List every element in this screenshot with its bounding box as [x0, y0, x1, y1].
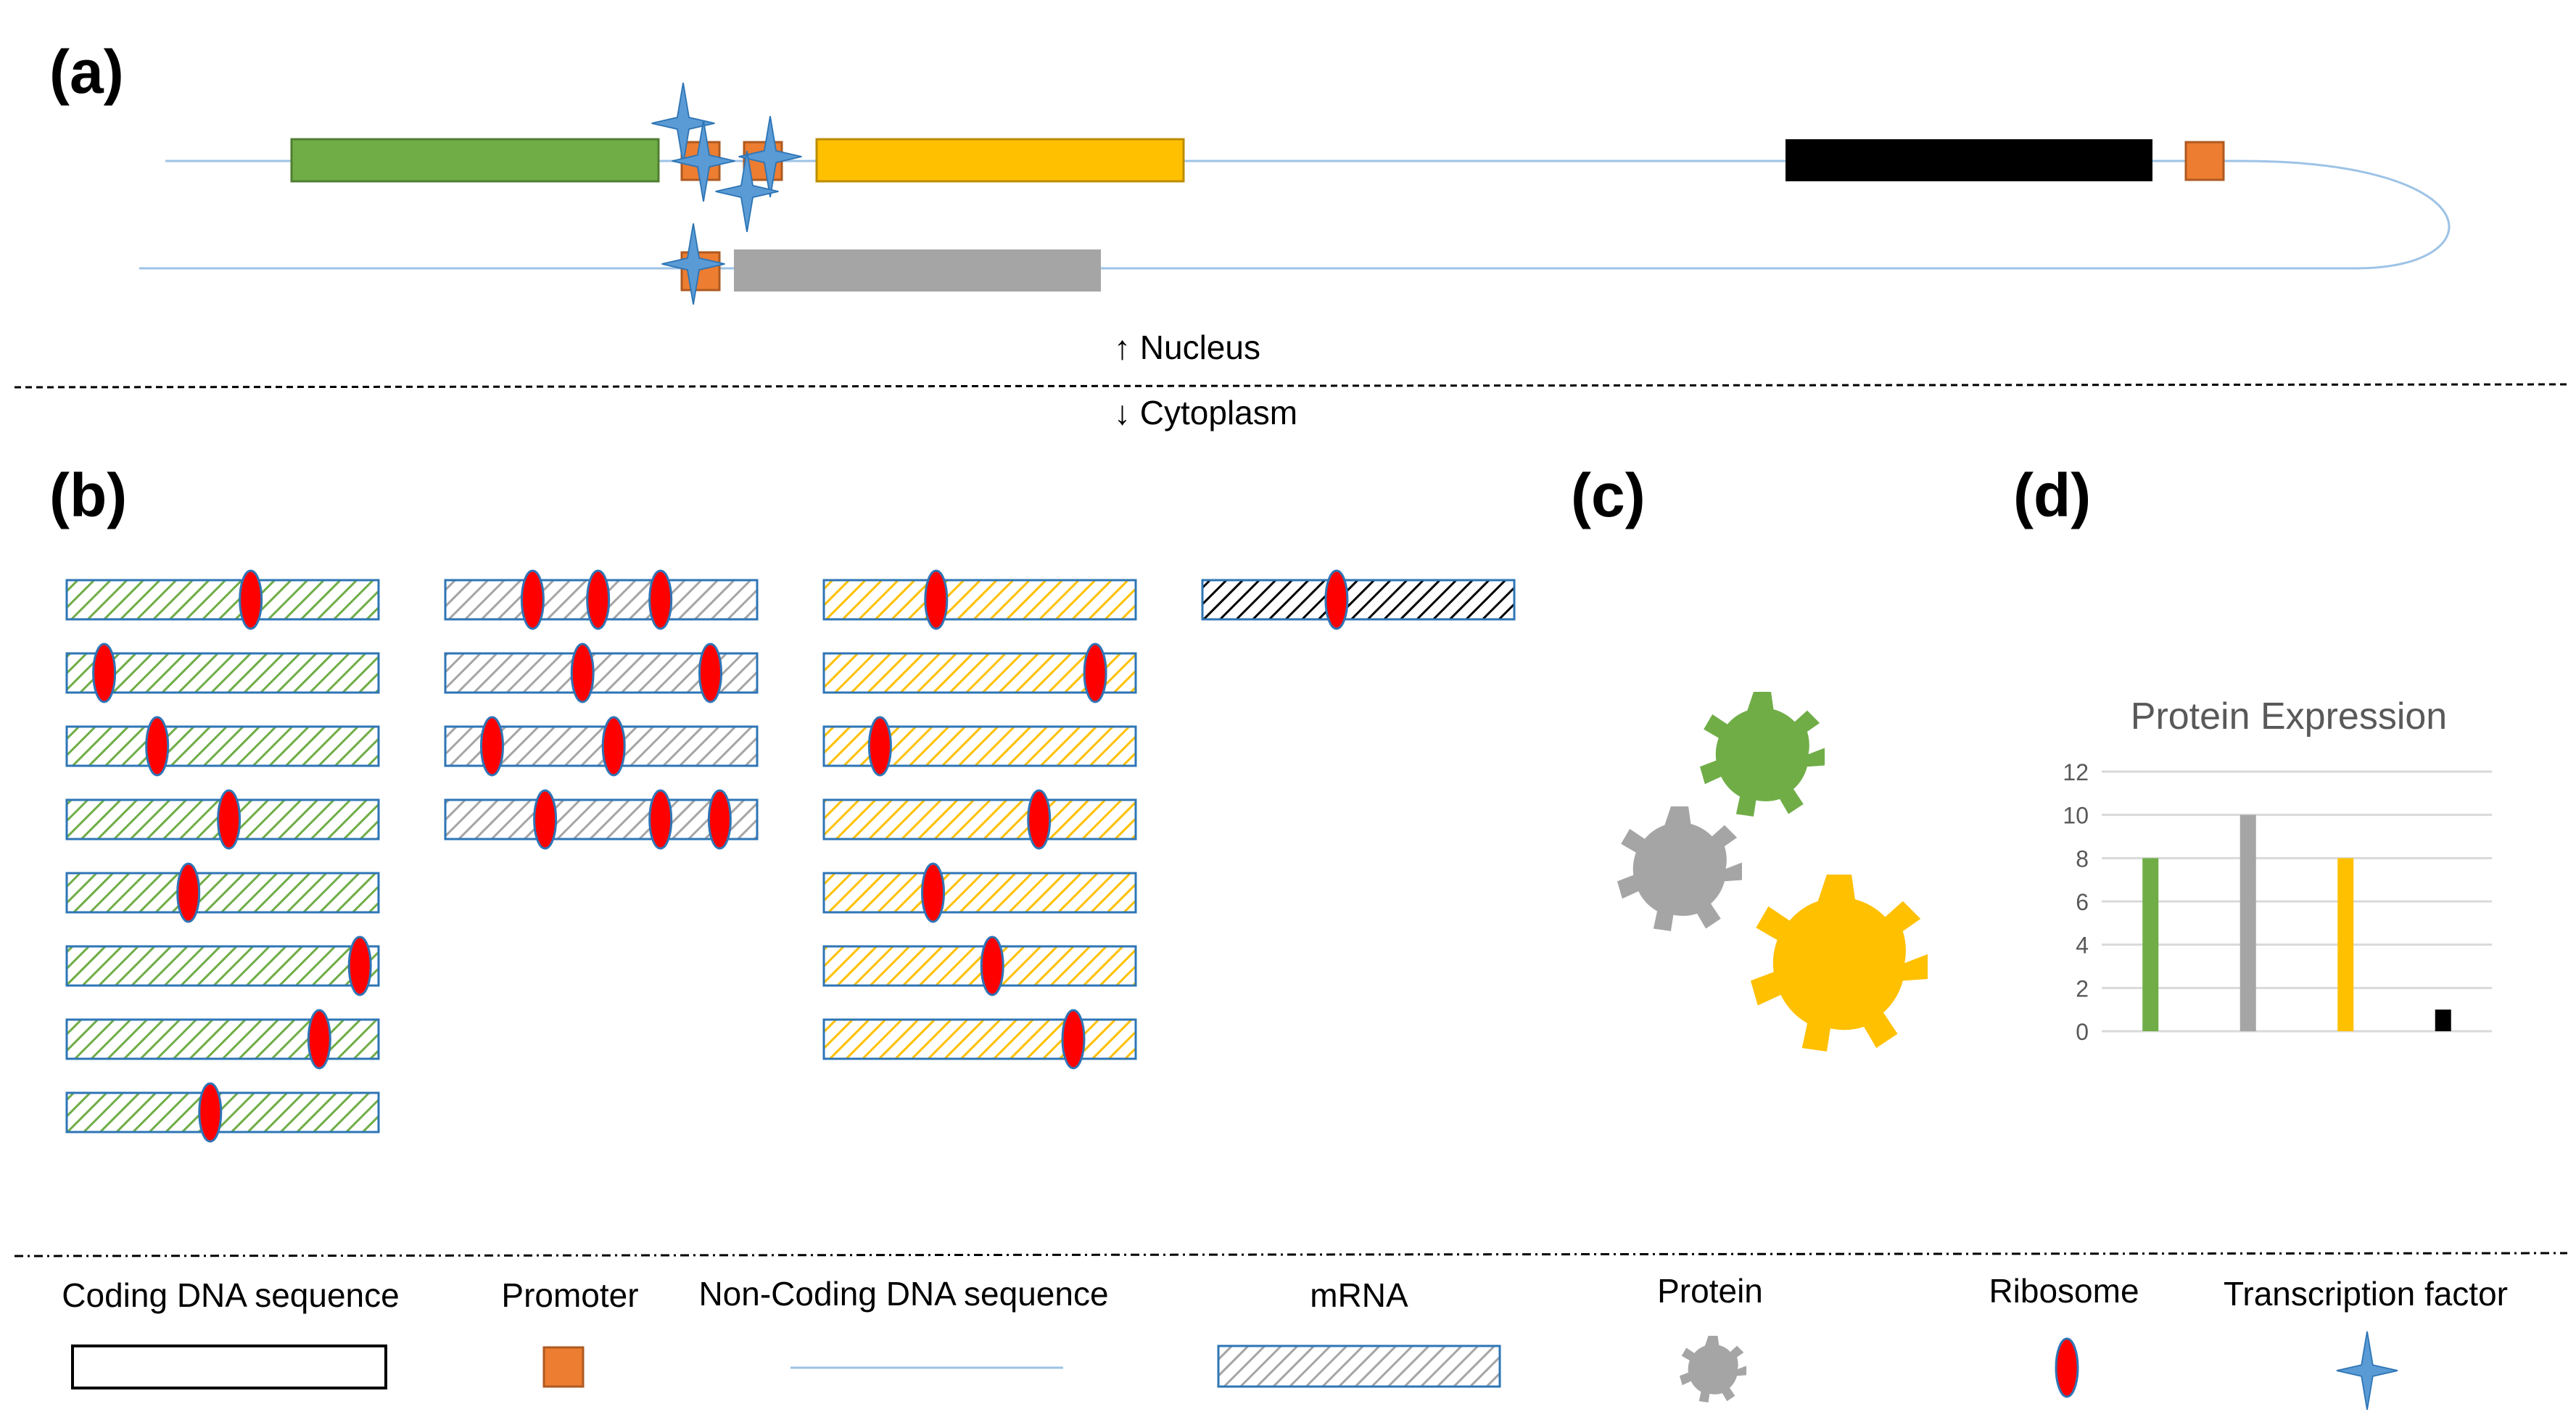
panel-label-c: (c) [1571, 461, 1646, 529]
cytoplasm-label: ↓ Cytoplasm [1114, 394, 1297, 431]
mrna-strand [65, 725, 380, 767]
chart-y-tick-label: 10 [2063, 803, 2089, 829]
ribosome [601, 716, 626, 777]
legend-label-protein: Protein [1657, 1272, 1763, 1310]
transcription-factor-icon [661, 223, 726, 305]
ribosome [648, 789, 673, 850]
ribosome [586, 569, 611, 630]
legend-promoter-swatch [542, 1346, 585, 1388]
mrna-group-green [65, 569, 380, 1143]
legend-label-noncoding: Non-Coding DNA sequence [698, 1275, 1108, 1313]
legend-separator [14, 1252, 2568, 1257]
ribosome [924, 569, 949, 630]
panel-label-a: (a) [49, 38, 124, 106]
legend-mrna-swatch [1217, 1345, 1501, 1388]
mrna-strand [65, 945, 380, 987]
legend-label-ribosome: Ribosome [1989, 1272, 2139, 1310]
gene-black-coding [1786, 139, 2152, 181]
legend-label-promoter: Promoter [501, 1276, 638, 1314]
ribosome [176, 862, 201, 923]
nuclear-membrane-line [14, 383, 2568, 389]
ribosome [1061, 1009, 1086, 1070]
ribosome [1083, 643, 1107, 703]
chart-bars [2142, 814, 2451, 1031]
mrna-strand [822, 798, 1137, 840]
mrna-strand [822, 579, 1137, 621]
mrna-translation-panel [65, 569, 1516, 1143]
legend-label-coding: Coding DNA sequence [62, 1276, 399, 1314]
mrna-strand [65, 1018, 380, 1060]
chart-bar [2239, 814, 2256, 1031]
mrna-strand [65, 1091, 380, 1133]
mrna-strand [65, 579, 380, 621]
chart-y-tick-label: 6 [2076, 889, 2089, 915]
ribosome [198, 1082, 223, 1143]
nucleus-label: ↑ Nucleus [1114, 329, 1260, 366]
ribosome [648, 569, 673, 630]
mrna-strand [1201, 579, 1516, 621]
ribosome [533, 789, 558, 850]
ribosome [921, 862, 945, 923]
chart-gridlines [2102, 770, 2492, 1033]
promoter-3 [2184, 141, 2225, 181]
ribosome [1027, 789, 1052, 850]
ribosome [707, 789, 732, 850]
ribosome [347, 935, 372, 996]
ribosome [698, 643, 722, 703]
ribosome [1324, 569, 1349, 630]
mrna-strand [65, 652, 380, 694]
ribosome [867, 716, 892, 777]
gene-gray-coding [734, 249, 1101, 292]
ribosome [145, 716, 170, 777]
ribosome [520, 569, 545, 630]
mrna-group-black [1201, 569, 1516, 630]
ribosome [480, 716, 504, 777]
mrna-strand [822, 945, 1137, 987]
noncoding-dna-strand [139, 160, 2451, 270]
chart-bar [2142, 858, 2159, 1031]
chart-bar [2337, 858, 2354, 1031]
chart-y-tick-label: 8 [2076, 846, 2089, 872]
mrna-group-yellow [822, 569, 1137, 1070]
ribosome [239, 569, 263, 630]
mrna-strand [822, 1018, 1137, 1060]
legend-protein-icon [1680, 1336, 1746, 1403]
chart-y-tick-label: 12 [2063, 759, 2089, 785]
chart-bar [2435, 1009, 2451, 1031]
legend-label-tf: Transcription factor [2224, 1275, 2508, 1313]
protein-cluster [1617, 692, 1928, 1052]
mrna-group-gray [444, 569, 759, 850]
protein-green-icon [1700, 692, 1825, 817]
dna-strand [139, 82, 2451, 305]
mrna-strand [822, 872, 1137, 914]
protein-yellow-icon [1751, 875, 1928, 1052]
gene-yellow-coding [815, 138, 1185, 183]
ribosome [217, 789, 242, 850]
legend: Coding DNA sequence Promoter Non-Coding … [62, 1272, 2508, 1410]
chart-title: Protein Expression [2131, 695, 2447, 738]
legend-coding-swatch [71, 1345, 387, 1389]
panel-label-d: (d) [2013, 461, 2091, 529]
mrna-strand [65, 872, 380, 914]
protein-expression-chart: Protein Expression 0 2 4 6 8 10 12 [2063, 695, 2492, 1045]
ribosome [92, 643, 117, 703]
ribosome [980, 935, 1004, 996]
legend-label-mrna: mRNA [1310, 1276, 1408, 1314]
legend-transcription-factor-icon [2336, 1331, 2398, 1410]
chart-y-axis: 0 2 4 6 8 10 12 [2063, 759, 2089, 1045]
ribosome [307, 1009, 331, 1070]
panel-label-b: (b) [49, 461, 127, 529]
mrna-strand [444, 798, 759, 840]
protein-gray-icon [1617, 806, 1742, 931]
gene-green-coding [290, 138, 660, 183]
chart-y-tick-label: 4 [2076, 933, 2089, 959]
legend-ribosome-icon [2055, 1337, 2079, 1398]
chart-y-tick-label: 0 [2076, 1019, 2089, 1045]
chart-y-tick-label: 2 [2076, 975, 2089, 1001]
ribosome [570, 643, 595, 703]
